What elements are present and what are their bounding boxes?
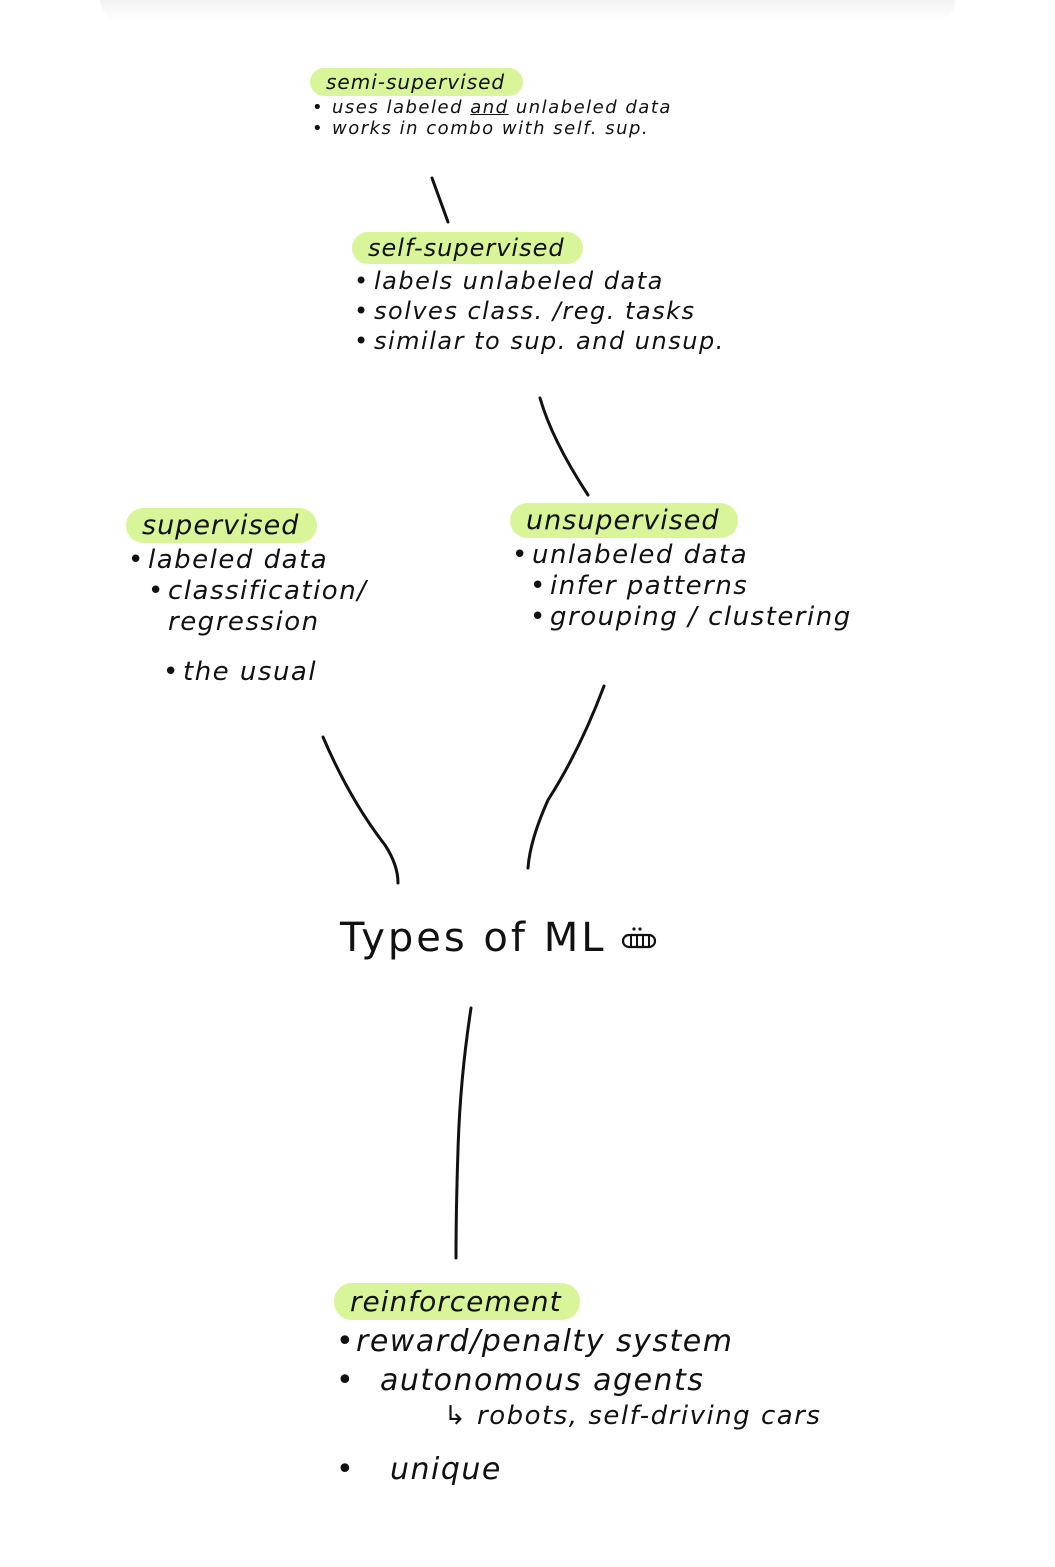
line-semi-to-self bbox=[430, 176, 450, 224]
grinning-face-icon bbox=[619, 925, 659, 956]
line-title-to-reinf bbox=[454, 1006, 473, 1260]
node-self-supervised: self-supervised labels unlabeled data so… bbox=[352, 232, 725, 356]
list-item: the usual bbox=[161, 657, 456, 688]
node-supervised: supervised labeled data classification/ … bbox=[126, 508, 456, 688]
list-item: reward/penalty system bbox=[334, 1322, 821, 1361]
list-item: autonomous agents bbox=[334, 1361, 821, 1400]
node-unsupervised: unsupervised unlabeled data infer patter… bbox=[510, 503, 852, 634]
supervised-label: supervised bbox=[126, 508, 318, 543]
semi-supervised-label: semi-supervised bbox=[310, 68, 524, 96]
line-unsup-to-title bbox=[526, 684, 606, 870]
unsupervised-label: unsupervised bbox=[510, 503, 738, 538]
list-item: unlabeled data bbox=[510, 540, 852, 571]
list-item: infer patterns bbox=[528, 571, 852, 602]
title-text: Types of ML bbox=[340, 915, 607, 961]
list-item: solves class. /reg. tasks bbox=[352, 296, 725, 326]
self-supervised-list: labels unlabeled data solves class. /reg… bbox=[352, 266, 725, 356]
list-item: grouping / clustering bbox=[528, 602, 852, 633]
unsupervised-list: unlabeled data infer patterns grouping /… bbox=[510, 540, 852, 634]
node-reinforcement: reinforcement reward/penalty system auto… bbox=[334, 1283, 821, 1489]
list-item: classification/ regression bbox=[146, 576, 368, 638]
list-item: labels unlabeled data bbox=[352, 266, 725, 296]
node-semi-supervised: semi-supervised uses labeled and unlabel… bbox=[310, 68, 672, 139]
list-item: similar to sup. and unsup. bbox=[352, 326, 725, 356]
semi-supervised-list: uses labeled and unlabeled data works in… bbox=[310, 97, 672, 140]
list-item: works in combo with self. sup. bbox=[310, 118, 672, 140]
line-self-to-unsup bbox=[538, 396, 590, 497]
list-item: unique bbox=[334, 1450, 821, 1489]
diagram-title: Types of ML bbox=[340, 915, 659, 961]
top-shadow bbox=[100, 0, 955, 22]
list-item: labeled data bbox=[126, 545, 456, 576]
list-subitem: ↳ robots, self-driving cars bbox=[444, 1401, 822, 1431]
self-supervised-label: self-supervised bbox=[352, 232, 583, 264]
list-item: uses labeled and unlabeled data bbox=[310, 97, 672, 119]
line-sup-to-title bbox=[321, 735, 400, 885]
reinforcement-label: reinforcement bbox=[334, 1283, 580, 1320]
reinforcement-list: reward/penalty system autonomous agents … bbox=[334, 1322, 821, 1489]
supervised-list: labeled data classification/ regression … bbox=[126, 545, 456, 688]
